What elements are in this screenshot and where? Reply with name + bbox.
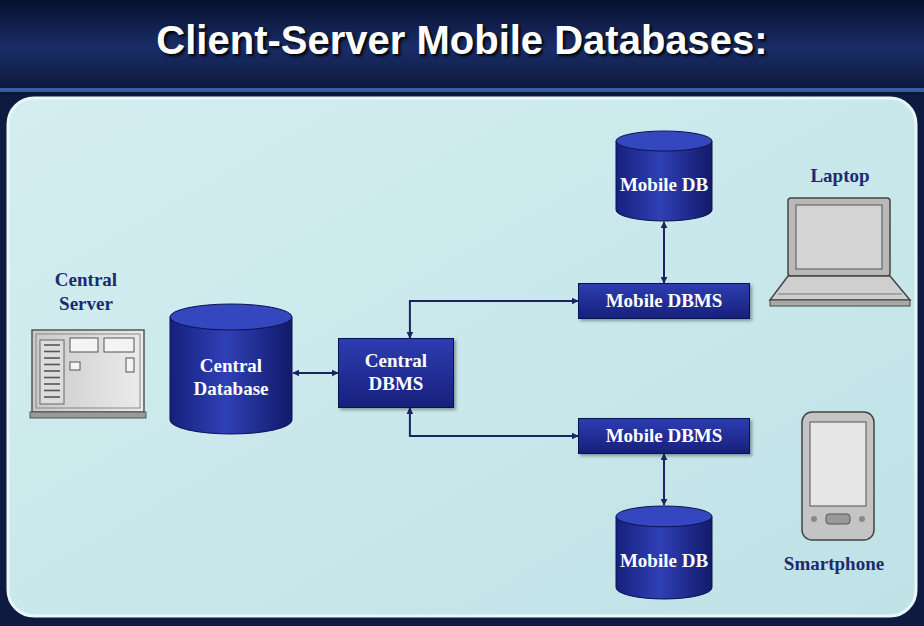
database-cylinder: Mobile DB [615, 130, 713, 222]
connector-arrow [663, 454, 665, 505]
database-cylinder: Mobile DB [615, 505, 713, 600]
node-text: Mobile DBMS [606, 425, 723, 448]
laptop-icon [770, 198, 910, 306]
node-text: Mobile DBMS [606, 290, 723, 313]
device-label: Laptop [780, 164, 900, 188]
node-text: Mobile DB [620, 174, 708, 197]
device-label: Smartphone [752, 552, 916, 576]
node-text: Mobile DB [620, 550, 708, 573]
server-icon [30, 330, 146, 418]
dbms-box: Mobile DBMS [578, 418, 750, 454]
slide-title: Client-Server Mobile Databases: [0, 18, 924, 63]
connector-arrow [663, 222, 665, 283]
node-text: Central DBMS [339, 350, 453, 396]
device-label: Central Server [28, 268, 144, 316]
dbms-box: Mobile DBMS [578, 283, 750, 319]
smartphone-icon [802, 412, 874, 540]
dbms-box: Central DBMS [338, 338, 454, 408]
database-cylinder: Central Database [169, 303, 293, 435]
node-text: Central Database [169, 355, 293, 401]
connector-arrow [410, 408, 578, 436]
connector-arrow [410, 301, 578, 338]
connector-arrow [293, 372, 338, 374]
